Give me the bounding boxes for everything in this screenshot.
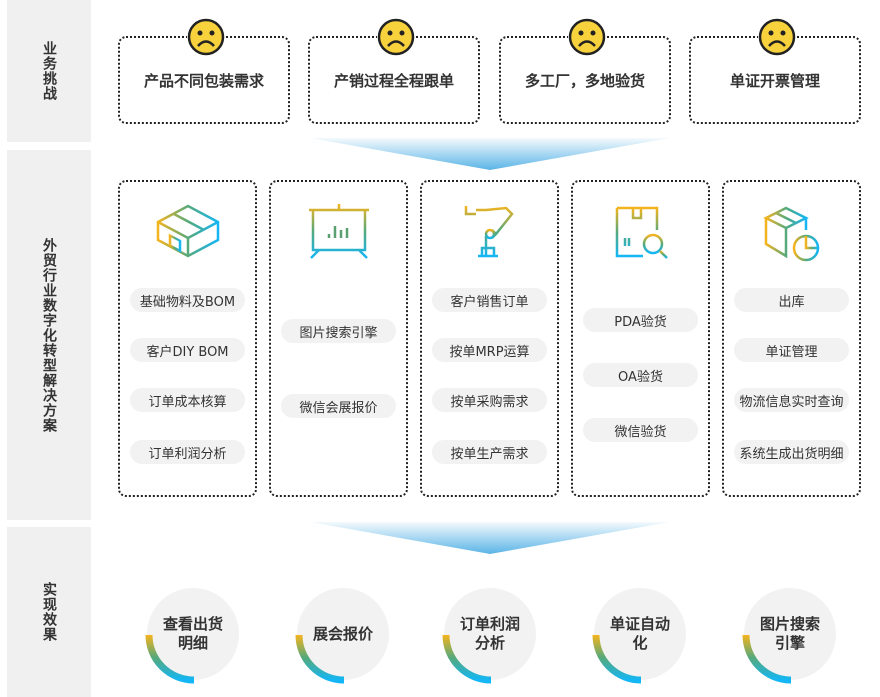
- presentation-board-icon: [309, 204, 369, 259]
- boxes-chart-icon: [763, 206, 820, 262]
- gradient-arc-decoration: [145, 634, 195, 684]
- section-label-text: 外贸行业数字化转型解决方案: [41, 237, 57, 433]
- gradient-arc-decoration: [442, 634, 492, 684]
- inspection-magnifier-icon: [615, 206, 668, 259]
- sad-face-icon: [187, 18, 225, 56]
- result-badge: 单证自动化: [592, 588, 686, 684]
- section-label-text: 实现效果: [41, 582, 57, 642]
- solution-card: 基础物料及BOM 客户DIY BOM 订单成本核算 订单利润分析: [118, 180, 257, 497]
- gradient-arc-decoration: [295, 634, 345, 684]
- gradient-arc-decoration: [592, 634, 642, 684]
- solution-item: 图片搜索引擎: [281, 319, 396, 343]
- result-text: 查看出货明细: [162, 615, 223, 652]
- challenge-card: 多工厂，多地验货: [499, 18, 671, 124]
- solution-item: 单证管理: [734, 338, 849, 362]
- solution-item: 订单成本核算: [130, 388, 245, 412]
- challenge-text: 产销过程全程跟单: [333, 71, 454, 90]
- solution-item: 微信验货: [583, 418, 698, 442]
- challenge-card: 产品不同包装需求: [118, 18, 290, 124]
- section-label-challenges: 业务挑战: [7, 0, 91, 142]
- result-badge: 图片搜索引擎: [742, 588, 836, 684]
- result-text: 单证自动化: [609, 615, 670, 652]
- box-icon: [156, 204, 220, 258]
- challenge-card: 产销过程全程跟单: [308, 18, 480, 124]
- challenge-card: 单证开票管理: [689, 18, 861, 124]
- challenge-text: 多工厂，多地验货: [524, 71, 645, 90]
- solution-item: 订单利润分析: [130, 440, 245, 464]
- solution-item: OA验货: [583, 363, 698, 387]
- sad-face-icon: [568, 18, 606, 56]
- result-text: 图片搜索引擎: [759, 615, 820, 652]
- robot-arm-icon: [464, 206, 514, 258]
- solution-item: 基础物料及BOM: [130, 288, 245, 312]
- solution-item: 客户销售订单: [432, 288, 547, 312]
- section-label-solutions: 外贸行业数字化转型解决方案: [7, 150, 91, 520]
- challenge-text: 单证开票管理: [729, 71, 820, 90]
- result-text: 订单利润分析: [459, 615, 520, 652]
- solution-item: 按单采购需求: [432, 388, 547, 412]
- solution-card: 图片搜索引擎 微信会展报价: [269, 180, 408, 497]
- solution-item: 客户DIY BOM: [130, 338, 245, 362]
- solution-card: 出库 单证管理 物流信息实时查询 系统生成出货明细: [722, 180, 861, 497]
- down-arrow-indicator: [310, 138, 670, 170]
- solution-item: 出库: [734, 288, 849, 312]
- result-badge: 展会报价: [295, 588, 389, 684]
- section-label-results: 实现效果: [7, 527, 91, 697]
- solution-item: 系统生成出货明细: [734, 440, 849, 464]
- section-label-text: 业务挑战: [41, 41, 57, 101]
- solution-item: PDA验货: [583, 308, 698, 332]
- solution-item: 按单MRP运算: [432, 338, 547, 362]
- gradient-arc-decoration: [742, 634, 792, 684]
- sad-face-icon: [758, 18, 796, 56]
- solution-item: 微信会展报价: [281, 394, 396, 418]
- result-badge: 订单利润分析: [442, 588, 536, 684]
- sad-face-icon: [377, 18, 415, 56]
- down-arrow-indicator: [310, 522, 670, 554]
- solution-card: PDA验货 OA验货 微信验货: [571, 180, 710, 497]
- solution-item: 按单生产需求: [432, 440, 547, 464]
- solution-card: 客户销售订单 按单MRP运算 按单采购需求 按单生产需求: [420, 180, 559, 497]
- result-badge: 查看出货明细: [145, 588, 239, 684]
- result-text: 展会报价: [312, 624, 373, 643]
- challenge-text: 产品不同包装需求: [143, 71, 264, 90]
- solution-item: 物流信息实时查询: [734, 388, 849, 412]
